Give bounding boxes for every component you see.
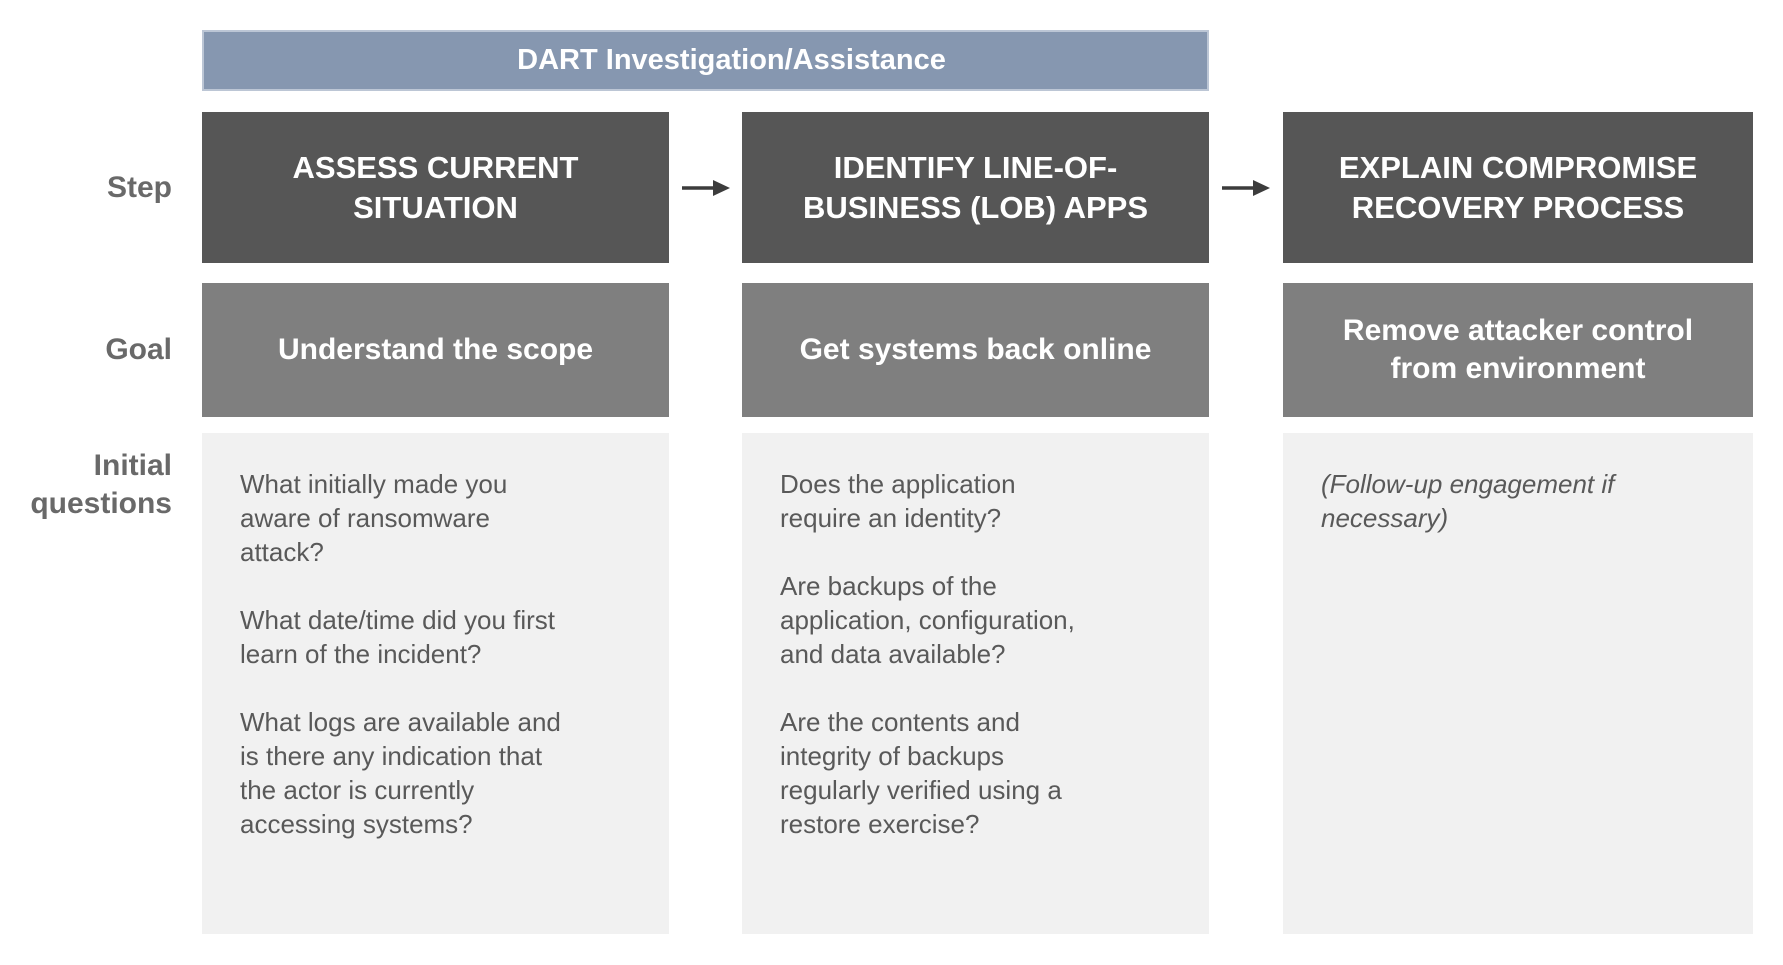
step-box-assess-current-situation: ASSESS CURRENT SITUATION: [202, 112, 669, 263]
question-text: (Follow-up engagement if necessary): [1321, 469, 1615, 533]
question-text: Are backups of the application, configur…: [780, 571, 1075, 669]
goal-box-understand-scope: Understand the scope: [202, 283, 669, 417]
row-label-step: Step: [106, 170, 172, 204]
banner-dart-investigation: DART Investigation/Assistance: [202, 30, 1209, 91]
row-label-initial-questions: Initial questions: [30, 449, 172, 520]
diagram-grid: DART Investigation/Assistance Step ASSES…: [0, 30, 1753, 934]
question-text: Are the contents and integrity of backup…: [780, 707, 1062, 839]
goal-box-remove-attacker-control: Remove attacker control from environment: [1283, 283, 1753, 417]
questions-panel-lob-apps: Does the application require an identity…: [742, 433, 1209, 934]
questions-panel-recovery: (Follow-up engagement if necessary): [1283, 433, 1753, 934]
question-text: What date/time did you first learn of th…: [240, 605, 556, 669]
arrow-cell-1: [669, 112, 742, 263]
arrow-cell-2: [1209, 112, 1283, 263]
question-text: Does the application require an identity…: [780, 469, 1016, 533]
step-box-identify-lob-apps: IDENTIFY LINE-OF- BUSINESS (LOB) APPS: [742, 112, 1209, 263]
row-label-goal: Goal: [105, 333, 172, 366]
arrow-right-icon: [681, 179, 730, 196]
step-box-explain-compromise-recovery: EXPLAIN COMPROMISE RECOVERY PROCESS: [1283, 112, 1753, 263]
questions-panel-assess: What initially made you aware of ransomw…: [202, 433, 669, 934]
question-text: What initially made you aware of ransomw…: [240, 469, 508, 567]
question-text: What logs are available and is there any…: [240, 707, 561, 839]
goal-box-systems-back-online: Get systems back online: [742, 283, 1209, 417]
arrow-right-icon: [1222, 179, 1270, 196]
